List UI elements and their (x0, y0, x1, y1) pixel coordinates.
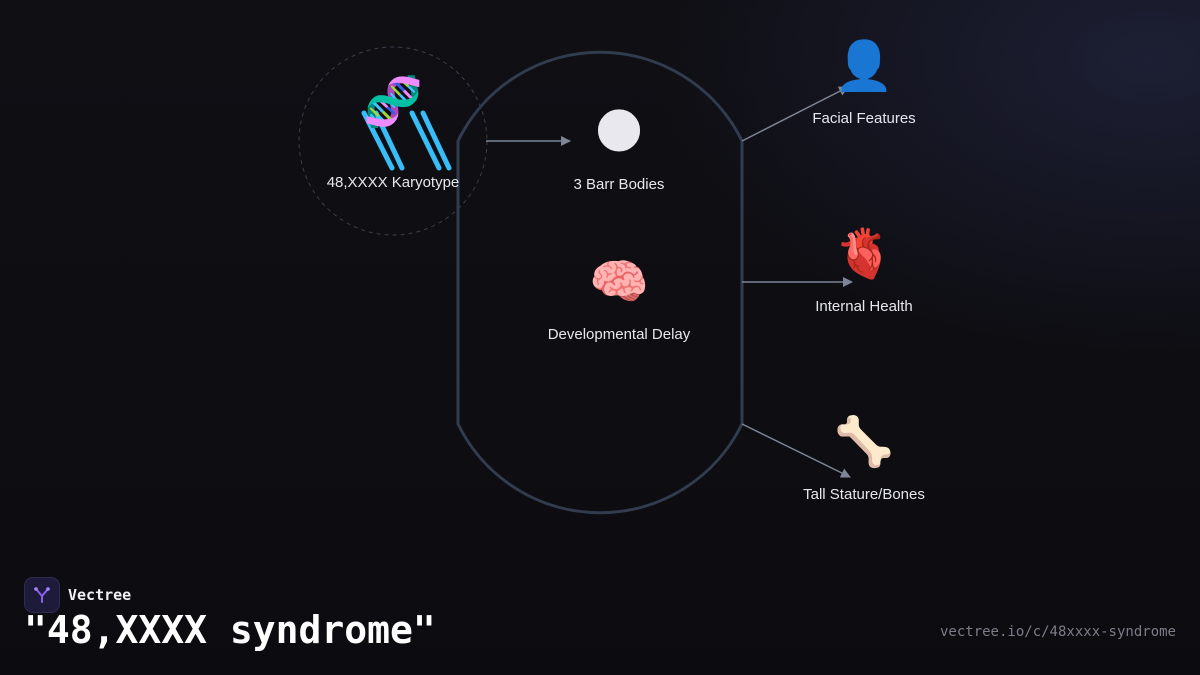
person-silhouette-icon: 👤 (834, 38, 894, 94)
outcome-facial-features: 👤 Facial Features (774, 42, 954, 127)
anatomical-heart-icon: 🫀 (834, 226, 894, 282)
brain-icon: 🧠 (589, 254, 649, 310)
tree-branch-icon (34, 587, 50, 603)
dark-moon-icon: 🌑 (593, 104, 645, 160)
outcome-label: Tall Stature/Bones (803, 486, 925, 503)
arrow-to-tall-stature (741, 423, 851, 478)
outcome-tall-stature: 🦴 Tall Stature/Bones (774, 418, 954, 503)
center-item-developmental-delay: 🧠 Developmental Delay (509, 258, 729, 343)
bone-icon: 🦴 (834, 414, 894, 470)
arrow-to-facial-features (741, 86, 849, 142)
dna-icon: 🧬 (363, 74, 423, 130)
dna-strands-icon (361, 110, 452, 171)
center-item-barr-bodies: 🌑 3 Barr Bodies (519, 108, 719, 193)
vectree-logo-icon (24, 577, 60, 613)
center-item-label: 3 Barr Bodies (573, 176, 665, 193)
page-title: "48,XXXX syndrome" (24, 608, 436, 652)
outcome-internal-health: 🫀 Internal Health (774, 230, 954, 315)
source-label: 48,XXXX Karyotype (326, 174, 460, 191)
outcome-label: Facial Features (812, 110, 916, 127)
outcome-label: Internal Health (815, 298, 913, 315)
brand-name: Vectree (68, 586, 132, 604)
source-node: 🧬 48,XXXX Karyotype (303, 78, 483, 191)
brand: Vectree (24, 577, 131, 613)
source-url[interactable]: vectree.io/c/48xxxx-syndrome (939, 624, 1176, 640)
center-item-label: Developmental Delay (547, 326, 691, 343)
